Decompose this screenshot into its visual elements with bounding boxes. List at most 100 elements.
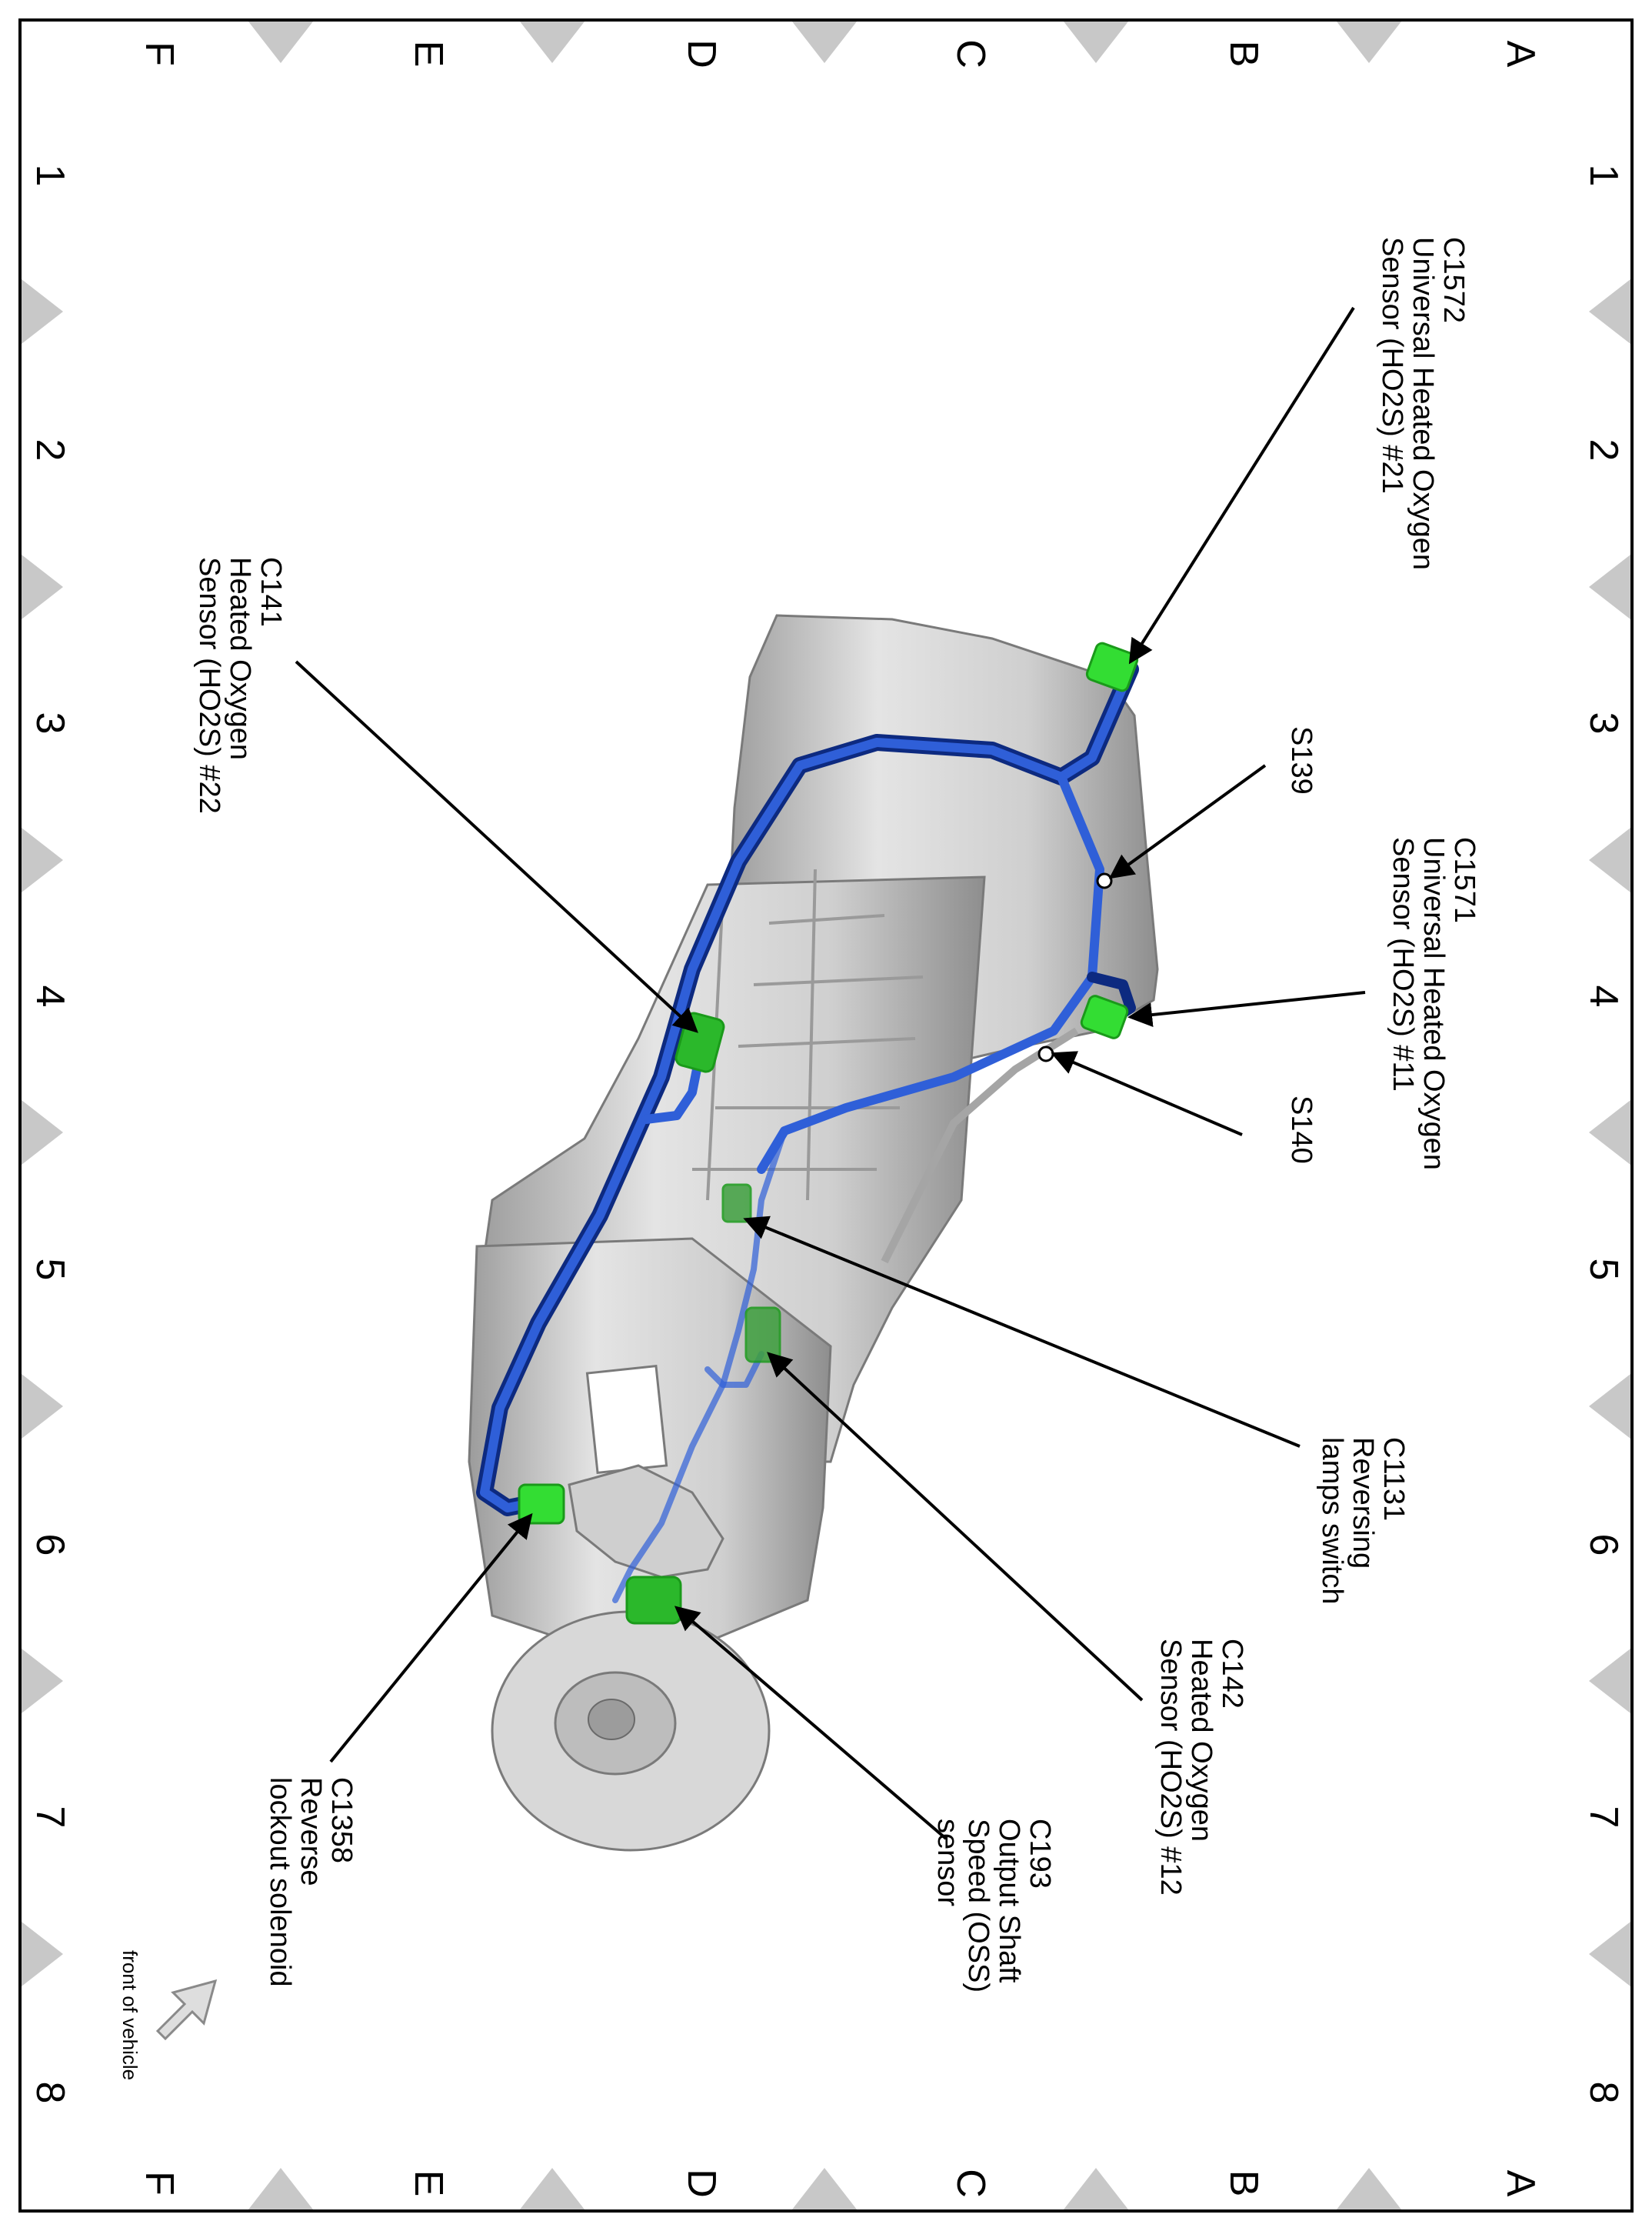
callout-c1572-line3: Sensor (HO2S) #21 (1376, 237, 1408, 494)
callout-c1571-line1: C1571 (1448, 837, 1480, 923)
callout-c142-line2: Heated Oxygen (1185, 1639, 1217, 1842)
splice-s140 (1037, 1045, 1054, 1062)
row-label-f-top: F (137, 42, 182, 66)
connector-c1571 (1080, 995, 1129, 1039)
callout-c141-line1: C141 (255, 557, 287, 627)
grid-marker-right-0 (1589, 279, 1630, 344)
grid-markers (22, 22, 1630, 2209)
leader-lines (295, 306, 1366, 1840)
callout-c1131: C1131 Reversing lamps switch (1316, 1437, 1410, 1605)
grid-marker-bottom-4 (248, 2168, 313, 2209)
row-label-b-top: B (1221, 41, 1266, 68)
callout-c1131-line3: lamps switch (1316, 1437, 1348, 1605)
callout-c1131-line1: C1131 (1377, 1437, 1410, 1521)
callout-c193: C193 Output Shaft Speed (OSS) sensor (931, 1819, 1056, 2001)
case-ribs (692, 869, 924, 1201)
grid-marker-right-3 (1589, 1100, 1630, 1165)
col-label-1-right: 1 (1581, 165, 1626, 187)
harness-main-highlight (480, 665, 1135, 1512)
connector-c1572 (1085, 642, 1139, 692)
grid-marker-left-6 (22, 1922, 63, 1986)
callout-c1572-line2: Universal Heated Oxygen (1407, 237, 1439, 570)
callout-c1131-line2: Reversing (1347, 1437, 1379, 1569)
callout-s139: S139 (1285, 726, 1317, 795)
grid-marker-right-2 (1589, 828, 1630, 892)
col-label-5-right: 5 (1581, 1259, 1626, 1281)
shift-lever-housing (568, 1464, 724, 1579)
leader-s139 (1108, 764, 1267, 879)
grid-marker-left-1 (22, 555, 63, 619)
col-label-4-left: 4 (28, 985, 72, 1008)
callout-c1571-line3: Sensor (HO2S) #11 (1387, 837, 1419, 1092)
callout-c1571-line2: Universal Heated Oxygen (1417, 837, 1450, 1170)
col-label-2-right: 2 (1581, 439, 1626, 462)
row-label-d-bottom: D (679, 2169, 724, 2198)
grid-marker-left-3 (22, 1100, 63, 1165)
grid-marker-left-2 (22, 828, 63, 892)
callout-c1572-line1: C1572 (1437, 237, 1470, 323)
splices (1037, 872, 1113, 1062)
callout-c141-line2: Heated Oxygen (224, 557, 256, 760)
id-label-plate (585, 1365, 668, 1474)
callout-s140-line1: S140 (1285, 1095, 1317, 1164)
row-label-c-top: C (948, 39, 993, 68)
connector-c142 (744, 1306, 781, 1363)
output-flange-bore (588, 1699, 635, 1740)
grid-marker-top-1 (1064, 22, 1128, 63)
col-label-8-left: 8 (28, 2082, 72, 2104)
col-label-3-left: 3 (28, 712, 72, 735)
row-label-c-bottom: C (948, 2169, 993, 2198)
callout-c193-line2: Output Shaft (993, 1819, 1025, 1983)
col-label-6-right: 6 (1581, 1534, 1626, 1556)
grid-marker-top-4 (248, 22, 313, 63)
harness-branch-c141 (641, 1049, 704, 1124)
callout-s139-line1: S139 (1285, 726, 1317, 795)
front-arrow-icon (155, 1979, 218, 2041)
splice-s139 (1096, 872, 1113, 889)
row-label-b-bottom: B (1221, 2170, 1266, 2197)
callout-c1358-line3: lockout solenoid (264, 1777, 296, 1987)
callout-c141: C141 Heated Oxygen Sensor (HO2S) #22 (193, 557, 287, 814)
col-label-6-left: 6 (28, 1534, 72, 1556)
callout-s140: S140 (1285, 1095, 1317, 1164)
harness-branch-s139 (757, 772, 1104, 1174)
connector-c1358 (518, 1483, 565, 1525)
connector-c1131 (721, 1183, 752, 1223)
grid-marker-left-5 (22, 1649, 63, 1713)
leader-c193 (674, 1606, 948, 1840)
grid-labels: A B C D E F A B C D E F 1 2 3 4 5 6 7 8 … (28, 39, 1626, 2198)
leader-c1131 (743, 1216, 1301, 1448)
row-label-a-bottom: A (1498, 2170, 1543, 2197)
callout-c142-line3: Sensor (HO2S) #12 (1154, 1639, 1187, 1896)
leader-c141 (295, 660, 698, 1033)
row-label-a-top: A (1498, 41, 1543, 68)
grid-marker-left-4 (22, 1374, 63, 1439)
transmission-assembly (468, 614, 1159, 1852)
col-label-7-left: 7 (28, 1806, 72, 1829)
callout-c1358-line2: Reverse (295, 1777, 327, 1886)
row-label-e-top: E (406, 41, 451, 68)
col-label-7-right: 7 (1581, 1806, 1626, 1829)
harness-branch-c142 (704, 1351, 764, 1388)
leader-c142 (767, 1352, 1144, 1702)
callout-labels: C1572 Universal Heated Oxygen Sensor (HO… (193, 237, 1480, 2001)
callout-c141-line3: Sensor (HO2S) #22 (193, 557, 225, 814)
row-label-f-bottom: F (137, 2171, 182, 2196)
callout-c193-line4: sensor (931, 1819, 964, 1906)
leader-c1572 (1128, 306, 1355, 665)
grid-marker-bottom-3 (520, 2168, 585, 2209)
grid-marker-top-3 (520, 22, 585, 63)
grid-marker-bottom-0 (1337, 2168, 1401, 2209)
callout-c1571: C1571 Universal Heated Oxygen Sensor (HO… (1387, 837, 1480, 1179)
grid-marker-bottom-1 (1064, 2168, 1128, 2209)
grid-marker-left-0 (22, 279, 63, 344)
row-label-d-top: D (679, 39, 724, 68)
col-label-4-right: 4 (1581, 985, 1626, 1008)
callout-c1358-line1: C1358 (325, 1777, 358, 1863)
col-label-1-left: 1 (28, 165, 72, 187)
grid-marker-right-6 (1589, 1922, 1630, 1986)
grid-marker-top-2 (792, 22, 857, 63)
col-label-2-left: 2 (28, 439, 72, 462)
front-of-vehicle-indicator: front of vehicle (118, 1950, 218, 2080)
